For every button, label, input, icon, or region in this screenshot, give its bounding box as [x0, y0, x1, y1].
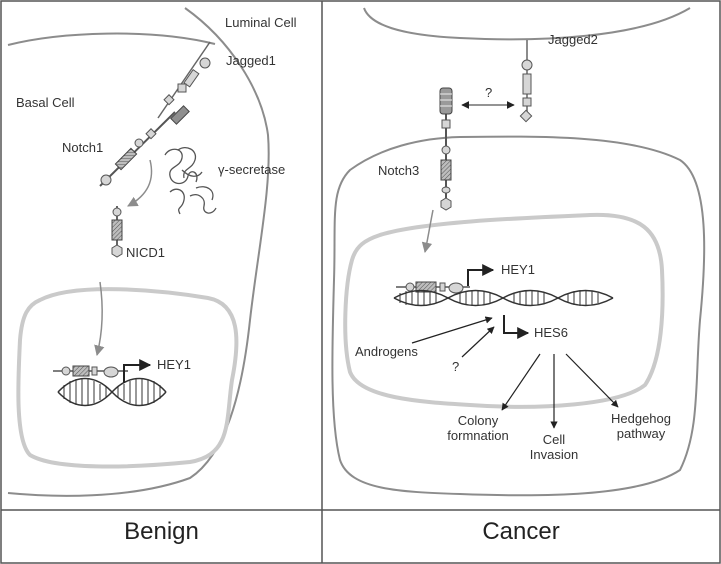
cancer-nucleus	[343, 212, 665, 409]
hes6-label: HES6	[534, 325, 568, 340]
cancer-dna-helix-icon	[393, 289, 614, 307]
basal-cell-membrane	[7, 32, 216, 46]
arrow-notch3-to-nucleus	[421, 209, 434, 254]
hes6-transcription-arrow	[503, 315, 530, 339]
arrow-hes6-to-colony-formation	[501, 353, 541, 411]
luminal-cell-membrane	[7, 7, 270, 497]
nicd1-icon	[111, 206, 123, 258]
arrow-hes6-to-hedgehog	[565, 353, 619, 408]
jagged2-label: Jagged2	[548, 32, 598, 47]
hedgehog-line1: Hedgehog	[611, 411, 671, 426]
gamma-secretase-icon	[164, 146, 217, 215]
arrow-notch1-to-nicd1	[127, 159, 153, 207]
androgens-label: Androgens	[355, 344, 418, 359]
cell-invasion-line1: Cell	[542, 432, 566, 447]
gamma-secretase-label: γ-secretase	[218, 162, 286, 177]
notch3-receptor-icon	[439, 87, 453, 211]
benign-nucleus	[16, 287, 239, 469]
benign-transcription-arrow	[123, 359, 152, 383]
colony-formation-line2: formnation	[447, 428, 509, 443]
cancer-caption: Cancer	[482, 518, 560, 545]
basal-cell-label: Basal Cell	[16, 95, 75, 110]
notch1-label: Notch1	[62, 140, 104, 155]
cell-invasion-line2: Invasion	[529, 447, 579, 462]
interaction-question-label: ?	[485, 85, 493, 100]
benign-caption: Benign	[124, 518, 199, 545]
cancer-cell-membrane	[331, 135, 706, 497]
notch3-label: Notch3	[378, 163, 420, 178]
notch1-receptor-icon	[99, 105, 190, 187]
hey1-transcription-arrow	[467, 264, 495, 286]
cancer-promoter-complex-icon	[396, 281, 470, 294]
cell-invasion-label: Cell Invasion	[524, 432, 584, 462]
cancer-upper-cell-membrane	[363, 7, 691, 41]
androgens-arrow	[411, 316, 493, 344]
hedgehog-line2: pathway	[616, 426, 666, 441]
jagged1-label: Jagged1	[226, 53, 276, 68]
luminal-cell-label: Luminal Cell	[225, 15, 297, 30]
question-arrow	[461, 326, 495, 358]
androgen-question-label: ?	[452, 359, 460, 374]
benign-promoter-complex-icon	[53, 365, 128, 378]
colony-formation-label: Colony formnation	[440, 413, 516, 443]
nicd1-label: NICD1	[126, 245, 166, 260]
cancer-hey1-label: HEY1	[501, 262, 535, 277]
jagged2-ligand-icon	[519, 40, 533, 123]
benign-hey1-label: HEY1	[157, 357, 191, 372]
benign-dna-helix-icon	[57, 377, 167, 407]
arrow-nicd1-to-nucleus	[94, 281, 105, 357]
hedgehog-pathway-label: Hedgehog pathway	[601, 411, 681, 441]
jagged1-ligand-icon	[157, 41, 211, 119]
colony-formation-line1: Colony	[457, 413, 499, 428]
